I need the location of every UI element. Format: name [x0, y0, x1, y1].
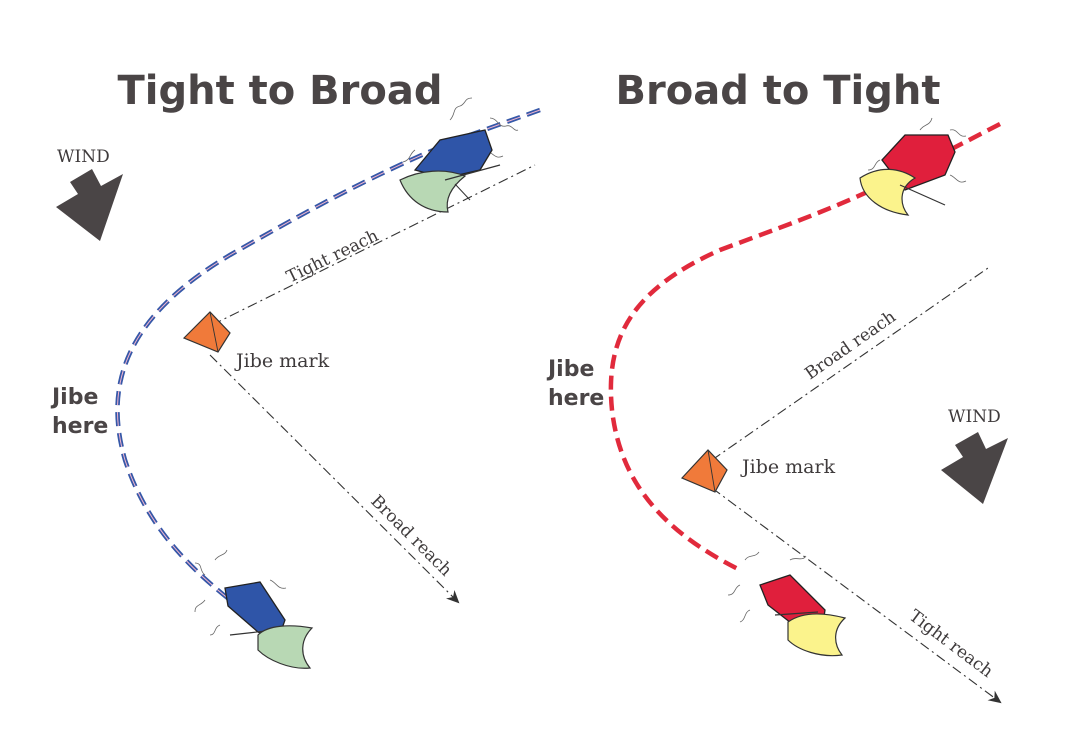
right-jibe-here-line2: here [548, 386, 604, 411]
left-tight-reach-label: Tight reach [283, 226, 381, 288]
right-boat-upper-icon [859, 117, 967, 216]
left-course-path-core [116, 109, 541, 601]
right-diagram: Broad to Tight Broad reach Tight reach J… [546, 68, 1008, 704]
left-wind-arrow-icon [56, 169, 123, 241]
right-jibe-mark-icon [680, 449, 728, 493]
left-tight-reach-line [211, 164, 536, 326]
right-wind-arrow-icon [941, 432, 1008, 504]
left-broad-reach-label: Broad reach [366, 491, 455, 580]
right-course-path [608, 122, 1002, 573]
left-title: Tight to Broad [118, 68, 443, 114]
right-boat-lower-icon [727, 551, 847, 657]
left-jibe-mark-label: Jibe mark [234, 350, 330, 372]
right-jibe-here-line1: Jibe [546, 357, 594, 382]
left-jibe-here-line2: here [52, 414, 108, 439]
left-boat-upper-icon [399, 97, 519, 213]
left-jibe-here-line1: Jibe [50, 385, 98, 410]
left-jibe-mark-icon [182, 311, 231, 353]
right-tight-reach-line [711, 487, 1002, 704]
right-title: Broad to Tight [616, 68, 941, 114]
right-jibe-mark-label: Jibe mark [740, 456, 836, 478]
right-broad-reach-line [711, 267, 989, 461]
left-boat-lower-icon [194, 549, 314, 669]
right-wind-label: WIND [948, 407, 1001, 427]
left-wind-label: WIND [57, 147, 110, 167]
left-broad-reach-line [209, 354, 460, 604]
left-diagram: Tight to Broad WIND Tight reach Broad re… [50, 68, 541, 669]
right-tight-reach-label: Tight reach [905, 606, 997, 682]
right-broad-reach-label: Broad reach [801, 307, 899, 384]
